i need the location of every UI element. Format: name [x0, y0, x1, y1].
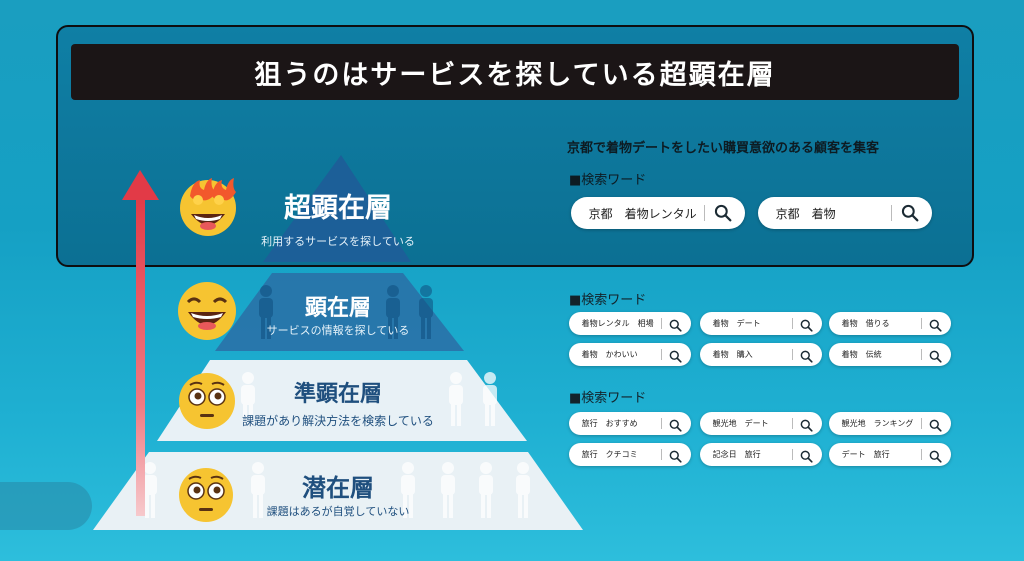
- search-icon[interactable]: [800, 317, 813, 336]
- tier-1-description: 利用するサービスを探している: [261, 235, 415, 248]
- search-pill[interactable]: 京都 着物: [758, 197, 932, 229]
- search-pill-text: 着物 伝統: [841, 350, 882, 359]
- search-pill[interactable]: 記念日 旅行: [700, 443, 822, 466]
- arrow-up-icon: [122, 170, 159, 516]
- search-pill[interactable]: 着物 かわいい: [569, 343, 691, 366]
- search-pill-divider: [792, 417, 794, 430]
- search-words-label-1: ■検索ワード: [569, 173, 647, 188]
- search-pill[interactable]: 着物レンタル 相場: [569, 312, 691, 335]
- search-pill-text: 旅行 クチコミ: [581, 450, 638, 459]
- pyramid-tier-1: [263, 155, 411, 262]
- page-title: 狙うのはサービスを探している超顕在層: [254, 59, 776, 91]
- search-pill-text: 着物 購入: [712, 350, 753, 359]
- search-pill-divider: [704, 205, 705, 221]
- search-pill-divider: [921, 417, 923, 430]
- search-icon[interactable]: [714, 204, 732, 226]
- search-pill-text: 着物 デート: [712, 319, 761, 328]
- search-icon[interactable]: [800, 448, 813, 467]
- flushed-face-icon: [179, 373, 235, 429]
- search-pill-divider: [921, 317, 923, 330]
- search-pill-text: 旅行 おすすめ: [581, 419, 638, 428]
- flaming-eyes-face-icon: [180, 178, 236, 236]
- search-pill[interactable]: 旅行 クチコミ: [569, 443, 691, 466]
- search-icon[interactable]: [929, 448, 942, 467]
- search-icon[interactable]: [800, 348, 813, 367]
- search-icon[interactable]: [901, 204, 919, 226]
- search-words-label-2: ■検索ワード: [569, 293, 647, 308]
- search-pill[interactable]: 着物 借りる: [829, 312, 951, 335]
- search-pill[interactable]: 着物 デート: [700, 312, 822, 335]
- search-pill-text: 着物 かわいい: [581, 350, 638, 359]
- search-words-label-3: ■検索ワード: [569, 391, 647, 406]
- tier-2-description: サービスの情報を探している: [266, 324, 410, 337]
- target-headline: 京都で着物デートをしたい購買意欲のある顧客を集客: [567, 141, 880, 156]
- search-pill-text: 京都 着物レンタル: [588, 206, 697, 221]
- search-pill-divider: [891, 205, 892, 221]
- search-pill-divider: [661, 417, 663, 430]
- search-pill-divider: [661, 317, 663, 330]
- pyramid-tier-2: [215, 273, 464, 351]
- search-pill[interactable]: 着物 購入: [700, 343, 822, 366]
- search-pill[interactable]: デート 旅行: [829, 443, 951, 466]
- search-pill-divider: [792, 448, 794, 461]
- search-icon[interactable]: [669, 317, 682, 336]
- side-tab-decoration: [0, 482, 92, 530]
- search-pill[interactable]: 観光地 ランキング: [829, 412, 951, 435]
- search-pill-divider: [792, 317, 794, 330]
- tier-2-name: 顕在層: [304, 296, 371, 321]
- search-pill-divider: [661, 348, 663, 361]
- search-pill-text: 京都 着物: [775, 206, 836, 221]
- search-pill-divider: [661, 448, 663, 461]
- tier-1-name: 超顕在層: [284, 193, 392, 224]
- tier-3-name: 準顕在層: [293, 382, 382, 407]
- search-pill-text: デート 旅行: [841, 450, 890, 459]
- search-pill-divider: [921, 448, 923, 461]
- search-icon[interactable]: [669, 448, 682, 467]
- search-pill-text: 観光地 ランキング: [841, 419, 914, 428]
- people-silhouettes: [143, 372, 530, 518]
- search-icon[interactable]: [800, 417, 813, 436]
- search-pill-text: 着物レンタル 相場: [581, 319, 654, 328]
- search-icon[interactable]: [929, 317, 942, 336]
- tier-3-description: 課題があり解決方法を検索している: [242, 414, 434, 428]
- flushed-face-icon: [179, 468, 233, 522]
- tier-4-name: 潜在層: [302, 474, 374, 502]
- search-icon[interactable]: [929, 348, 942, 367]
- search-pill-divider: [921, 348, 923, 361]
- search-pill[interactable]: 京都 着物レンタル: [571, 197, 745, 229]
- search-pill[interactable]: 旅行 おすすめ: [569, 412, 691, 435]
- tier-4-description: 課題はあるが自覚していない: [266, 505, 410, 518]
- search-pill-text: 記念日 旅行: [712, 450, 761, 459]
- search-pill-text: 着物 借りる: [841, 319, 890, 328]
- grinning-face-icon: [178, 282, 236, 340]
- search-pill-text: 観光地 デート: [712, 419, 769, 428]
- search-icon[interactable]: [669, 348, 682, 367]
- search-pill[interactable]: 着物 伝統: [829, 343, 951, 366]
- search-pill[interactable]: 観光地 デート: [700, 412, 822, 435]
- title-bar: 狙うのはサービスを探している超顕在層: [71, 44, 959, 100]
- search-pill-divider: [792, 348, 794, 361]
- people-silhouettes-dark: [259, 285, 433, 339]
- search-icon[interactable]: [929, 417, 942, 436]
- search-icon[interactable]: [669, 417, 682, 436]
